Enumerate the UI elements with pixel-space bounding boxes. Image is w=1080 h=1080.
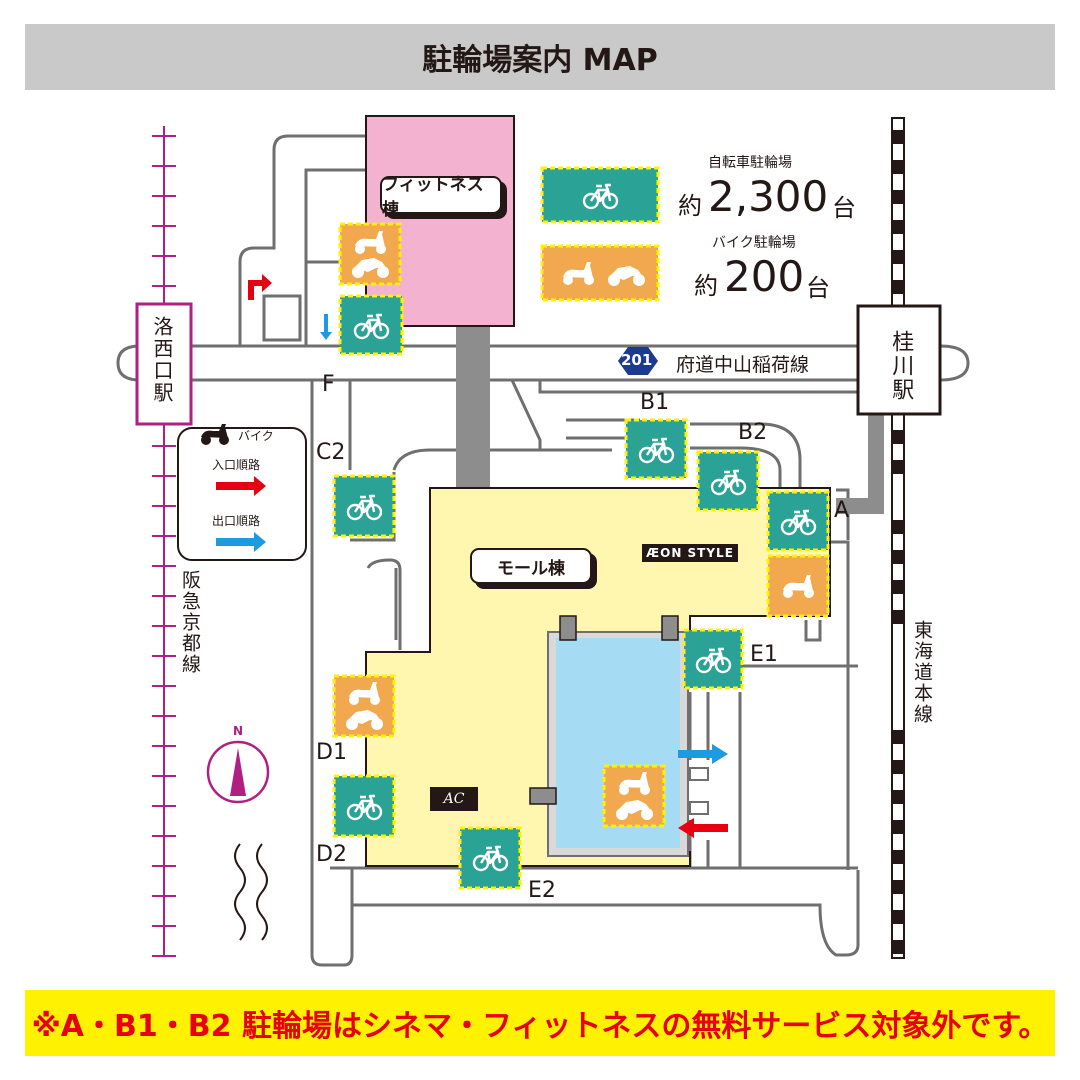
- compass-icon: [206, 740, 270, 804]
- legend-box: [177, 427, 307, 561]
- route-201-badge: [618, 347, 658, 375]
- label-b2: B2: [738, 420, 768, 445]
- aeon-style-logo: ÆON STYLE: [642, 544, 738, 562]
- rakusai-station-label: 洛西口駅: [150, 316, 174, 404]
- legend-bicycle-parking: [540, 166, 660, 224]
- label-b1: B1: [640, 390, 670, 415]
- river-lines: [234, 843, 268, 941]
- entry-arrow-top: [248, 274, 272, 300]
- parking-spot-b2: [696, 450, 760, 512]
- bike-count: 200: [724, 252, 805, 301]
- exit-arrow-pond: [678, 744, 728, 764]
- label-e2: E2: [528, 878, 556, 903]
- fitness-building-label: フィットネス棟: [380, 175, 502, 220]
- bicycle-parking-label: 自転車駐輪場: [708, 155, 792, 171]
- parking-bike-d1: [332, 674, 396, 738]
- label-e1: E1: [750, 642, 778, 667]
- parking-bike-pond: [602, 764, 666, 828]
- aeon-cinema-logo: AC: [430, 787, 478, 811]
- tokaido-line-label: 東海道本線: [911, 620, 933, 725]
- katsura-station: [856, 304, 942, 416]
- parking-bike-a: [766, 554, 830, 618]
- parking-spot-c2: [332, 474, 396, 538]
- tokaido-railway: [891, 117, 905, 959]
- hankyu-line-label: 阪急京都線: [179, 570, 201, 675]
- entry-arrow-pond: [678, 818, 728, 838]
- legend-entry-arrow: [216, 476, 266, 496]
- parking-spot-top-left: [338, 294, 404, 356]
- route-name: 府道中山稲荷線: [676, 354, 810, 376]
- fitness-building: [365, 115, 515, 327]
- rakusai-station: [135, 302, 193, 426]
- parking-bike-top-left: [338, 222, 402, 286]
- legend-entry-label: 入口順路: [212, 458, 261, 472]
- notice-banner: ※A・B1・B2 駐輪場はシネマ・フィットネスの無料サービス対象外です。: [25, 990, 1055, 1056]
- parking-spot-e2: [458, 826, 522, 890]
- parking-spot-d2: [332, 774, 396, 838]
- legend-exit-arrow: [216, 532, 266, 552]
- legend-bike-parking: [540, 244, 660, 302]
- bicycle-prefix: 約: [678, 192, 702, 220]
- parking-bicycle: [332, 294, 830, 890]
- label-a: A: [834, 498, 850, 523]
- bike-parking-label: バイク駐輪場: [712, 235, 796, 251]
- parking-spot-a: [766, 490, 830, 552]
- label-c2: C2: [316, 440, 346, 465]
- exit-arrow-top: [320, 314, 332, 340]
- parking-spot-b1: [624, 418, 688, 480]
- bike-unit: 台: [806, 274, 830, 302]
- katsura-station-label: 桂川駅: [888, 330, 914, 402]
- hankyu-railway: [152, 126, 176, 957]
- route-number: 201: [621, 351, 653, 369]
- map-title: 駐輪場案内 MAP: [25, 24, 1055, 90]
- label-d1: D1: [316, 740, 347, 765]
- bike-prefix: 約: [694, 272, 718, 300]
- label-f: F: [322, 372, 335, 397]
- compass-north-label: N: [233, 724, 244, 738]
- bridges: [529, 615, 679, 805]
- bicycle-count: 2,300: [708, 172, 829, 221]
- label-d2: D2: [316, 842, 347, 867]
- parking-bike: [332, 222, 830, 828]
- legend-bike-label: バイク: [238, 429, 274, 443]
- parking-spot-e1: [682, 628, 744, 690]
- bicycle-unit: 台: [832, 194, 856, 222]
- legend-exit-label: 出口順路: [212, 514, 261, 528]
- legend-bike-icon: [201, 424, 229, 445]
- mall-building-label: モール棟: [470, 548, 592, 584]
